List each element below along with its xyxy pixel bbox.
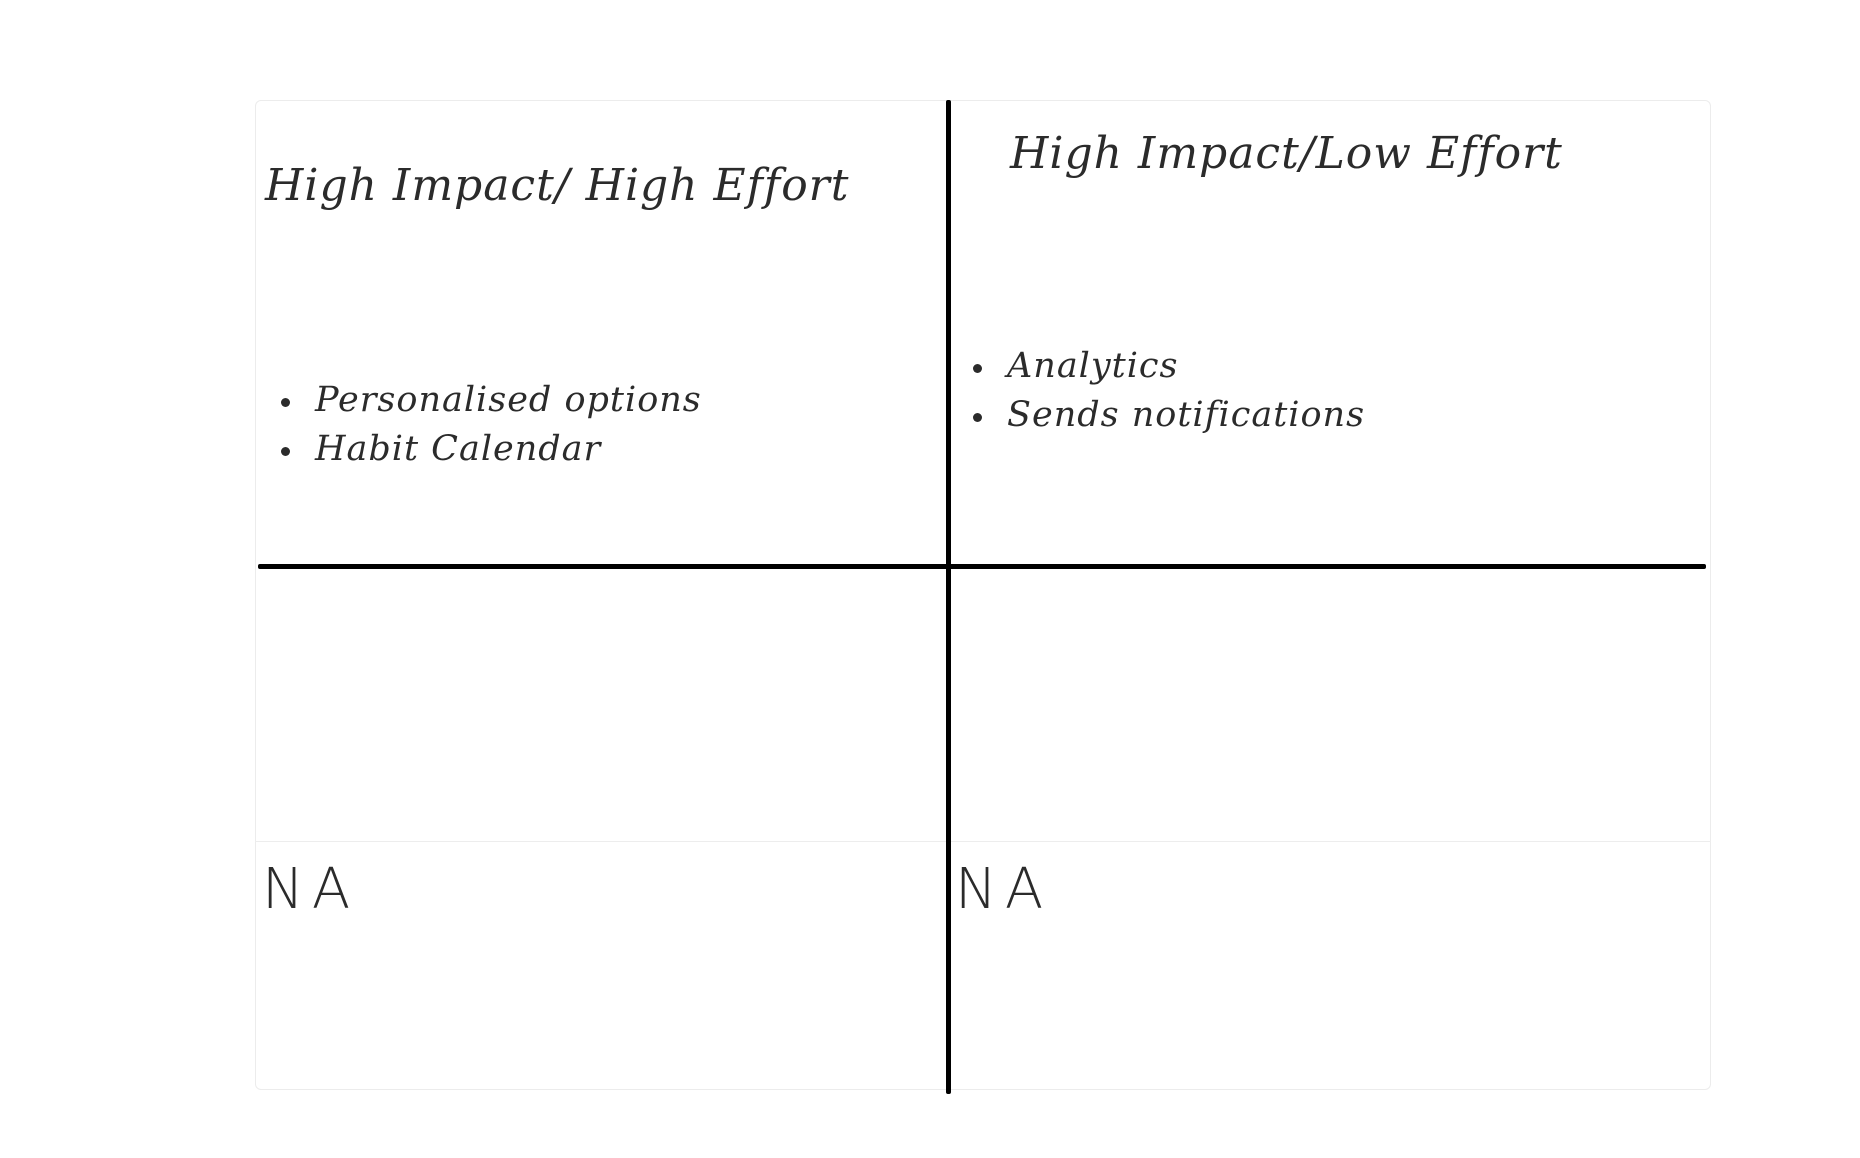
whiteboard-frame xyxy=(255,100,1711,1090)
quadrant-title-high-impact-high-effort: High Impact/ High Effort xyxy=(265,160,850,211)
frame-divider xyxy=(255,841,1711,842)
list-item: Analytics xyxy=(969,342,1365,391)
quadrant-list-high-impact-high-effort: Personalised options Habit Calendar xyxy=(277,376,702,474)
quadrant-title-high-impact-low-effort: High Impact/Low Effort xyxy=(1010,128,1563,179)
horizontal-axis xyxy=(258,564,1706,569)
vertical-axis xyxy=(946,100,951,1094)
quadrant-text-bottom-left: NA xyxy=(262,857,359,922)
list-item: Sends notifications xyxy=(969,391,1365,440)
quadrant-text-bottom-right: NA xyxy=(955,857,1052,922)
list-item: Habit Calendar xyxy=(277,425,702,474)
quadrant-list-high-impact-low-effort: Analytics Sends notifications xyxy=(969,342,1365,440)
list-item: Personalised options xyxy=(277,376,702,425)
